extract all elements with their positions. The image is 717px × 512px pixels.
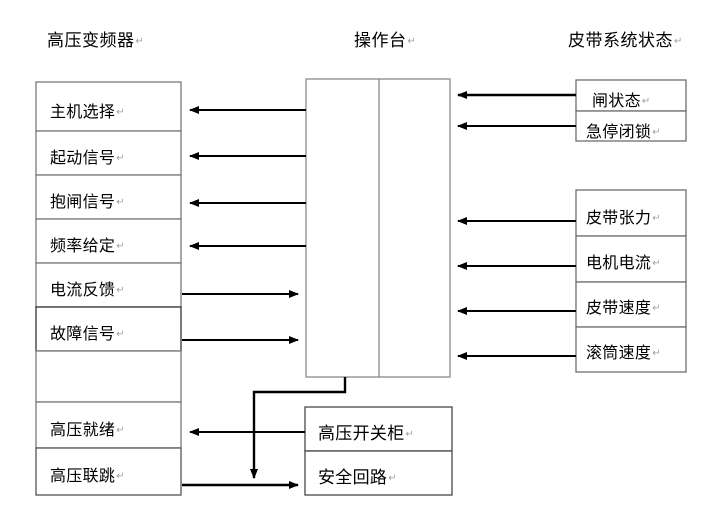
- vfd-row-hv-trip-label: 高压联跳: [50, 468, 116, 485]
- bottom-panel-box: [304, 406, 453, 496]
- vfd-row-hv-ready[interactable]: 高压就绪↵: [50, 416, 125, 440]
- vfd-row-frequency-setpoint[interactable]: 频率给定↵: [50, 232, 125, 256]
- pilcrow-mark: ↵: [116, 241, 125, 252]
- belt-row-drum-speed[interactable]: 滚筒速度↵: [586, 339, 661, 363]
- belt-row-belt-speed[interactable]: 皮带速度↵: [586, 294, 661, 318]
- vfd-row-brake-signal-label: 抱闸信号: [50, 194, 116, 211]
- pilcrow-mark: ↵: [407, 36, 417, 47]
- bottom-row-hv-switchgear[interactable]: 高压开关柜↵: [318, 419, 414, 444]
- header-label-belt-text: 皮带系统状态: [568, 31, 673, 50]
- belt-row-belt-tension-label: 皮带张力: [586, 210, 652, 227]
- bottom-row-safety-circuit-label: 安全回路: [318, 468, 388, 487]
- pilcrow-mark: ↵: [116, 425, 125, 436]
- pilcrow-mark: ↵: [405, 429, 415, 440]
- bottom-row-safety-circuit[interactable]: 安全回路↵: [318, 463, 397, 488]
- pilcrow-mark: ↵: [652, 213, 661, 224]
- belt-row-motor-current-label: 电机电流: [586, 255, 652, 272]
- header-label-console-text: 操作台: [354, 31, 407, 50]
- vfd-row-hv-ready-label: 高压就绪: [50, 422, 116, 439]
- pilcrow-mark: ↵: [652, 348, 661, 359]
- pilcrow-mark: ↵: [652, 127, 661, 138]
- header-label-console: 操作台↵: [354, 26, 416, 51]
- belt-row-estop-interlock[interactable]: 急停闭锁↵: [586, 118, 661, 142]
- vfd-row-start-signal[interactable]: 起动信号↵: [50, 144, 125, 168]
- pilcrow-mark: ↵: [116, 285, 125, 296]
- belt-row-drum-speed-label: 滚筒速度: [586, 345, 652, 362]
- pilcrow-mark: ↵: [641, 96, 651, 107]
- belt-row-gate-status[interactable]: 闸状态↵: [592, 87, 651, 111]
- belt-status-upper-box: [575, 79, 687, 142]
- pilcrow-mark: ↵: [116, 471, 125, 482]
- arrow-console-to-safety-circuit-elbow: [250, 377, 347, 479]
- pilcrow-mark: ↵: [116, 153, 125, 164]
- pilcrow-mark: ↵: [116, 107, 125, 118]
- belt-row-belt-speed-label: 皮带速度: [586, 300, 652, 317]
- belt-row-belt-tension[interactable]: 皮带张力↵: [586, 204, 661, 228]
- pilcrow-mark: ↵: [116, 329, 125, 340]
- vfd-row-brake-signal[interactable]: 抱闸信号↵: [50, 188, 125, 212]
- vfd-row-fault-signal-label: 故障信号: [50, 326, 116, 343]
- vfd-row-current-feedback[interactable]: 电流反馈↵: [50, 276, 125, 300]
- vfd-row-frequency-setpoint-label: 频率给定: [50, 238, 116, 255]
- header-label-vfd: 高压变频器↵: [47, 26, 144, 51]
- console-box: [305, 78, 451, 378]
- header-label-vfd-text: 高压变频器: [47, 31, 135, 50]
- pilcrow-mark: ↵: [135, 36, 145, 47]
- pilcrow-mark: ↵: [674, 36, 683, 47]
- pilcrow-mark: ↵: [652, 303, 661, 314]
- vfd-row-hv-trip[interactable]: 高压联跳↵: [50, 462, 125, 486]
- belt-status-lower-box: [575, 189, 687, 373]
- vfd-row-host-select[interactable]: 主机选择↵: [50, 98, 125, 122]
- bottom-row-hv-switchgear-label: 高压开关柜: [318, 424, 405, 443]
- belt-row-gate-status-label: 闸状态: [592, 93, 641, 110]
- pilcrow-mark: ↵: [652, 258, 661, 269]
- belt-row-motor-current[interactable]: 电机电流↵: [586, 249, 661, 273]
- vfd-row-host-select-label: 主机选择: [50, 104, 116, 121]
- vfd-row-current-feedback-label: 电流反馈: [50, 282, 116, 299]
- vfd-row-start-signal-label: 起动信号: [50, 150, 116, 167]
- vfd-row-fault-signal[interactable]: 故障信号↵: [50, 320, 125, 344]
- header-label-belt-system-status: 皮带系统状态↵: [568, 26, 683, 51]
- pilcrow-mark: ↵: [388, 473, 397, 484]
- belt-row-estop-interlock-label: 急停闭锁: [586, 124, 652, 141]
- vfd-panel-box: [35, 81, 182, 496]
- pilcrow-mark: ↵: [116, 197, 125, 208]
